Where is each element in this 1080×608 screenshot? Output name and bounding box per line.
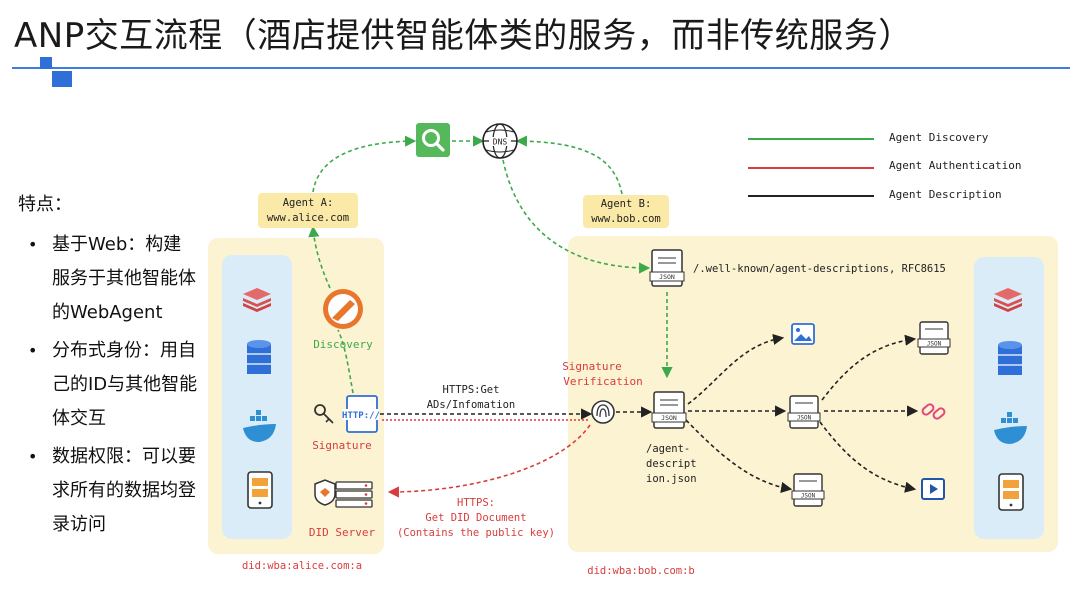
agent-b-domain: www.bob.com (591, 213, 661, 225)
http-badge: HTTP:// (342, 411, 380, 421)
well-known-path: /.well-known/agent-descriptions, RFC8615 (693, 263, 946, 275)
feature-item: 基于Web：构建服务于其他智能体的WebAgent (28, 228, 198, 330)
feature-item: 分布式身份：用自己的ID与其他智能体交互 (28, 334, 198, 436)
agent-description-label: ion.json (646, 473, 697, 485)
discovery-path (502, 159, 651, 274)
link-icon (921, 403, 946, 420)
json-document-icon (917, 321, 951, 355)
legend-label: Agent Description (889, 188, 1002, 201)
legend-label: Agent Discovery (889, 131, 989, 144)
shield-icon (314, 479, 336, 506)
json-tag: JSON (801, 493, 816, 500)
docker-icon (994, 412, 1027, 444)
signature-label: Signature (312, 439, 372, 452)
compass-icon (323, 289, 363, 329)
page-title: ANP交互流程（酒店提供智能体类的服务，而非传统服务） (14, 16, 913, 56)
description-path (685, 419, 793, 493)
json-tag: JSON (797, 415, 812, 422)
dns-globe-icon (482, 123, 518, 159)
features-heading: 特点： (18, 194, 72, 215)
alice-services-panel (222, 255, 292, 539)
features-list: 基于Web：构建服务于其他智能体的WebAgent 分布式身份：用自己的ID与其… (28, 228, 198, 546)
json-tag: JSON (927, 341, 942, 348)
discovery-path (515, 135, 623, 195)
discovery-label: Discovery (313, 338, 373, 351)
json-tag: JSON (661, 414, 677, 422)
authentication-path (387, 424, 591, 498)
title-underline (12, 67, 1070, 69)
description-path (819, 421, 917, 493)
server-icon (335, 481, 373, 508)
https-did-label: (Contains the public key) (397, 527, 555, 539)
did-server-label: DID Server (309, 526, 376, 539)
feature-item: 数据权限：可以要求所有的数据均登录访问 (28, 440, 198, 542)
agent-b-name: Agent B: (601, 198, 652, 210)
http-document-icon (343, 395, 379, 433)
database-icon (998, 341, 1022, 375)
agent-a-label-box (258, 193, 358, 228)
bob-did: did:wba:bob.com:b (587, 565, 694, 577)
json-document-icon (649, 249, 685, 287)
tablet-icon (998, 473, 1024, 511)
key-icon (314, 404, 334, 424)
https-get-label: ADs/Infomation (427, 399, 516, 411)
https-did-label: HTTPS: (457, 497, 495, 509)
agent-b-label-box (583, 195, 669, 228)
dns-label: DNS (493, 138, 508, 147)
database-icon (247, 340, 271, 374)
alice-did: did:wba:alice.com:a (242, 560, 362, 572)
https-get-label: HTTPS:Get (443, 384, 500, 396)
search-icon (416, 123, 450, 157)
layers-icon (994, 288, 1022, 312)
agent-a-name: Agent A: (283, 197, 334, 209)
description-path (821, 334, 917, 401)
fingerprint-icon (591, 400, 615, 424)
json-document-icon (791, 473, 825, 507)
accent-square (40, 57, 52, 69)
discovery-path (312, 135, 417, 193)
docker-icon (243, 410, 276, 442)
play-icon (921, 478, 945, 500)
json-document-icon (787, 395, 821, 429)
agent-description-label: /agent- (646, 443, 690, 455)
discovery-path (337, 329, 354, 394)
tablet-icon (247, 471, 273, 509)
bob-panel (568, 236, 1058, 552)
agent-description-label: descript (646, 458, 697, 470)
https-did-label: Get DID Document (425, 512, 526, 524)
signature-verification-label: Verification (563, 375, 642, 388)
signature-verification-label: Signature (562, 360, 622, 373)
discovery-path (308, 225, 331, 289)
json-document-icon (651, 391, 687, 429)
json-tag: JSON (659, 273, 675, 281)
description-path (687, 333, 785, 405)
legend-label: Agent Authentication (889, 159, 1021, 172)
layers-icon (243, 288, 271, 312)
image-icon (791, 323, 815, 345)
agent-a-domain: www.alice.com (267, 212, 349, 224)
bob-services-panel (974, 257, 1044, 539)
accent-square (52, 71, 72, 87)
